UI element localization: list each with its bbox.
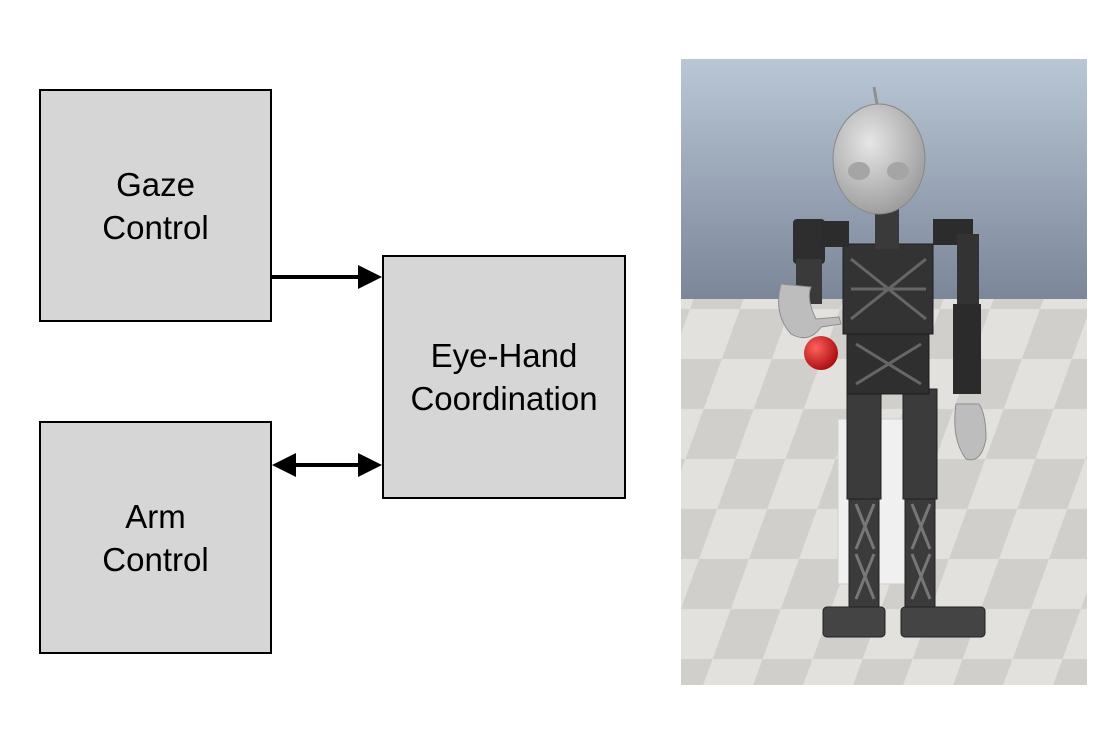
gaze-control-line2: Control [102, 208, 209, 246]
eye-hand-line1: Eye-Hand [430, 337, 578, 374]
eye-hand-line2: Coordination [410, 380, 598, 417]
robot-simulation-image [681, 59, 1087, 685]
robot-scene-illustration [681, 59, 1087, 685]
gaze-control-block: Gaze Control [39, 89, 272, 322]
robot-right-eye [887, 162, 909, 180]
robot-right-arm [933, 219, 987, 461]
arm-eyehand-bidirectional-arrow [272, 453, 382, 477]
arm-control-line2: Control [102, 540, 209, 578]
robot-head [832, 103, 926, 215]
robot-torso [842, 243, 934, 395]
robot-left-eye [848, 162, 870, 180]
gaze-to-eyehand-arrow [272, 265, 382, 289]
eye-hand-coordination-block: Eye-Hand Coordination [382, 255, 626, 499]
robot-neck [875, 209, 899, 249]
arm-control-line1: Arm [125, 497, 186, 535]
robot-legs [822, 388, 986, 638]
gaze-control-line1: Gaze [116, 165, 195, 203]
robot-left-arm [778, 219, 849, 339]
red-ball-target [804, 336, 838, 370]
arm-control-block: Arm Control [39, 421, 272, 654]
